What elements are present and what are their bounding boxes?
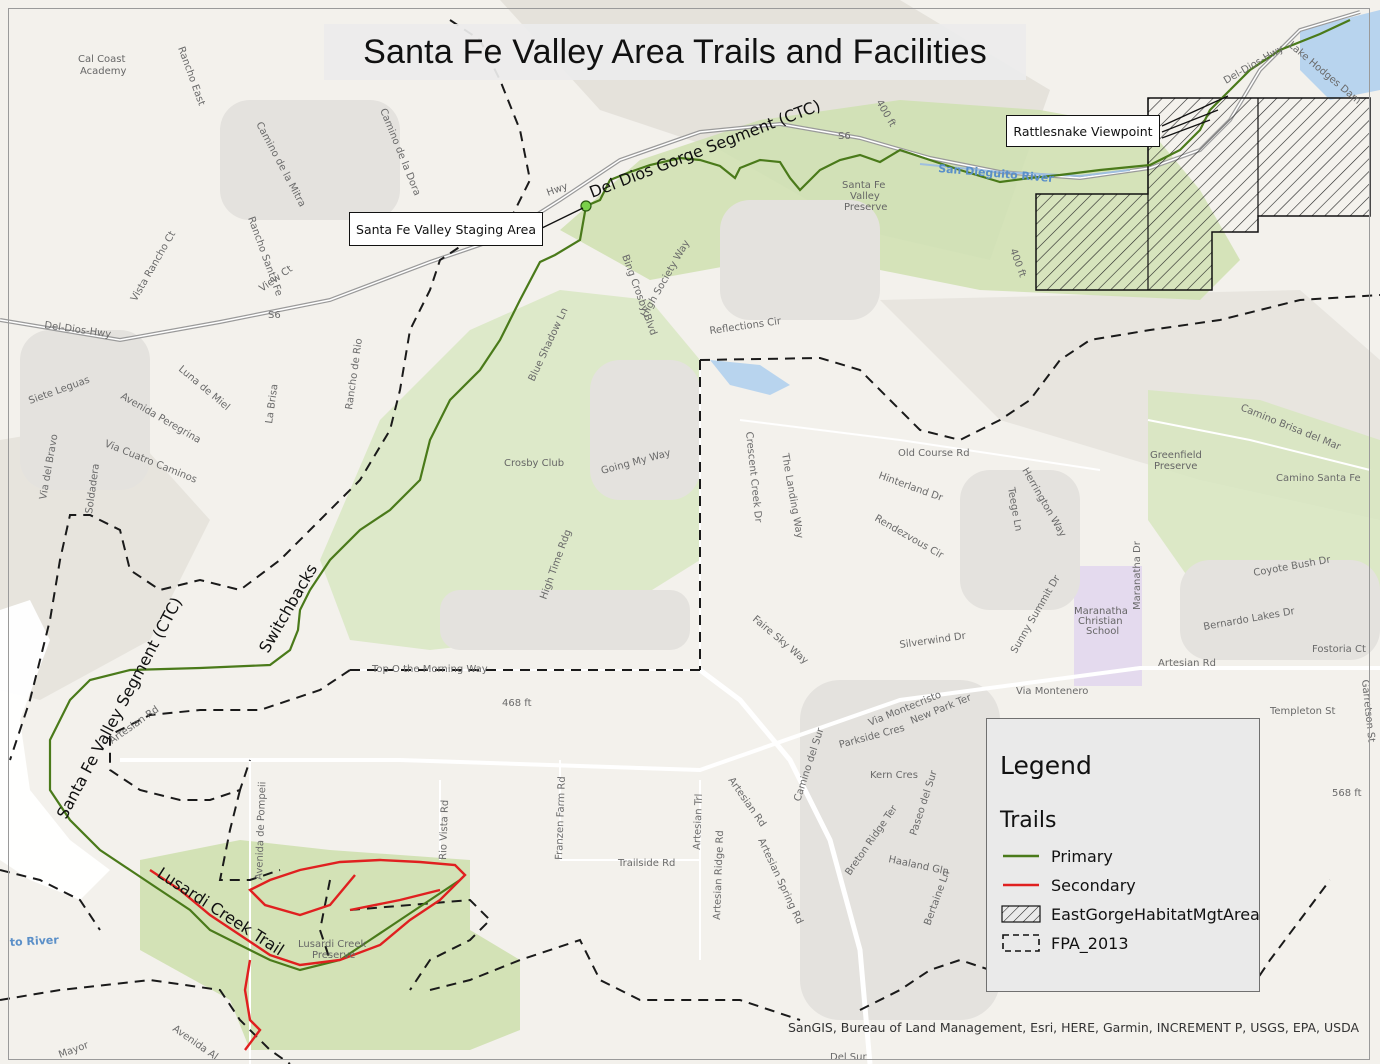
svg-text:Trailside Rd: Trailside Rd: [617, 858, 675, 869]
map-legend: Legend Trails Primary Secondary EastGorg…: [986, 718, 1260, 992]
svg-text:S6: S6: [838, 131, 851, 142]
svg-text:Santa Fe: Santa Fe: [842, 180, 885, 191]
svg-text:Camino Santa Fe: Camino Santa Fe: [1276, 473, 1361, 484]
svg-text:Valley: Valley: [850, 191, 880, 202]
reservoir: [710, 360, 790, 395]
camino-del-sur: [698, 668, 873, 1064]
primary-trail-del-dios: [48, 89, 1231, 972]
svg-text:Old Course Rd: Old Course Rd: [898, 448, 970, 459]
legend-label: EastGorgeHabitatMgtArea: [1051, 904, 1260, 924]
secondary-trail-lusardi: [149, 858, 467, 1051]
legend-item-habitat: EastGorgeHabitatMgtArea: [1001, 904, 1260, 924]
svg-text:Preserve: Preserve: [844, 202, 887, 213]
legend-label: FPA_2013: [1051, 933, 1129, 953]
greenfield-preserve-area: [1148, 390, 1380, 610]
svg-text:Crosby Club: Crosby Club: [504, 458, 564, 469]
svg-text:Avenida de Pompeii: Avenida de Pompeii: [254, 781, 268, 880]
legend-group-title: Trails: [1000, 808, 1057, 833]
legend-label: Secondary: [1051, 875, 1136, 895]
map-attribution: SanGIS, Bureau of Land Management, Esri,…: [788, 1020, 1360, 1035]
map-title: Santa Fe Valley Area Trails and Faciliti…: [363, 32, 987, 71]
svg-text:Rio Vista Rd: Rio Vista Rd: [438, 800, 451, 861]
residential-blocks: [20, 100, 1380, 1020]
svg-text:468 ft: 468 ft: [502, 698, 532, 709]
staging-area-marker[interactable]: [580, 200, 592, 212]
svg-text:Top O the Morning Way: Top O the Morning Way: [371, 664, 488, 675]
svg-text:Franzen Farm Rd: Franzen Farm Rd: [554, 776, 568, 860]
map-title-box: Santa Fe Valley Area Trails and Faciliti…: [324, 24, 1026, 80]
primary-trail-gorge-tail: [1229, 19, 1351, 91]
legend-label: Primary: [1051, 846, 1113, 866]
legend-title: Legend: [1000, 751, 1092, 780]
svg-text:Academy: Academy: [80, 66, 127, 77]
maranatha-school-area: [1074, 566, 1142, 686]
svg-text:Templeton St: Templeton St: [1269, 706, 1335, 717]
svg-text:Preserve: Preserve: [312, 950, 355, 961]
fpa-2013-boundary: [0, 19, 1380, 1064]
svg-text:Artesian Trl: Artesian Trl: [692, 794, 705, 851]
svg-text:Del Sur: Del Sur: [830, 1052, 867, 1063]
fpa-boundary-swatch: [1002, 934, 1040, 952]
habitat-area-swatch: [1001, 905, 1041, 923]
svg-text:Maranatha Dr: Maranatha Dr: [1132, 540, 1143, 610]
svg-text:School: School: [1086, 626, 1119, 637]
svg-text:568 ft: 568 ft: [1332, 788, 1362, 799]
staging-leader-line: [541, 207, 584, 229]
east-gorge-habitat-area: [1035, 97, 1371, 291]
svg-text:Greenfield: Greenfield: [1150, 450, 1202, 461]
svg-text:Artesian Rd: Artesian Rd: [1158, 658, 1216, 669]
svg-text:Maranatha: Maranatha: [1074, 606, 1128, 617]
svg-text:Cal Coast: Cal Coast: [78, 54, 126, 65]
artesian-road: [120, 666, 1380, 773]
svg-text:Preserve: Preserve: [1154, 461, 1197, 472]
svg-text:Fostoria Ct: Fostoria Ct: [1312, 644, 1366, 655]
svg-text:Kern Cres: Kern Cres: [870, 770, 918, 781]
svg-text:to River: to River: [9, 933, 59, 949]
rattlesnake-viewpoint-callout: Rattlesnake Viewpoint: [1006, 115, 1160, 147]
svg-text:Lusardi Creek: Lusardi Creek: [298, 939, 366, 950]
legend-item-fpa: FPA_2013: [1001, 933, 1129, 953]
rattlesnake-leader-lines: [1161, 95, 1229, 139]
staging-area-callout: Santa Fe Valley Staging Area: [349, 212, 543, 246]
primary-trail-swatch: [1003, 854, 1039, 858]
lake-hodges: [1300, 10, 1380, 100]
svg-text:Artesian Ridge Rd: Artesian Ridge Rd: [712, 830, 726, 920]
san-dieguito-river: [919, 163, 1131, 178]
secondary-trail-swatch: [1003, 883, 1039, 887]
legend-item-secondary: Secondary: [1001, 875, 1136, 895]
river-channel: [0, 600, 110, 900]
lusardi-creek-preserve-area: [140, 840, 520, 1050]
svg-text:Via Montenero: Via Montenero: [1016, 686, 1088, 697]
svg-text:Christian: Christian: [1078, 616, 1123, 627]
legend-item-primary: Primary: [1001, 846, 1113, 866]
svg-text:S6: S6: [268, 310, 281, 321]
